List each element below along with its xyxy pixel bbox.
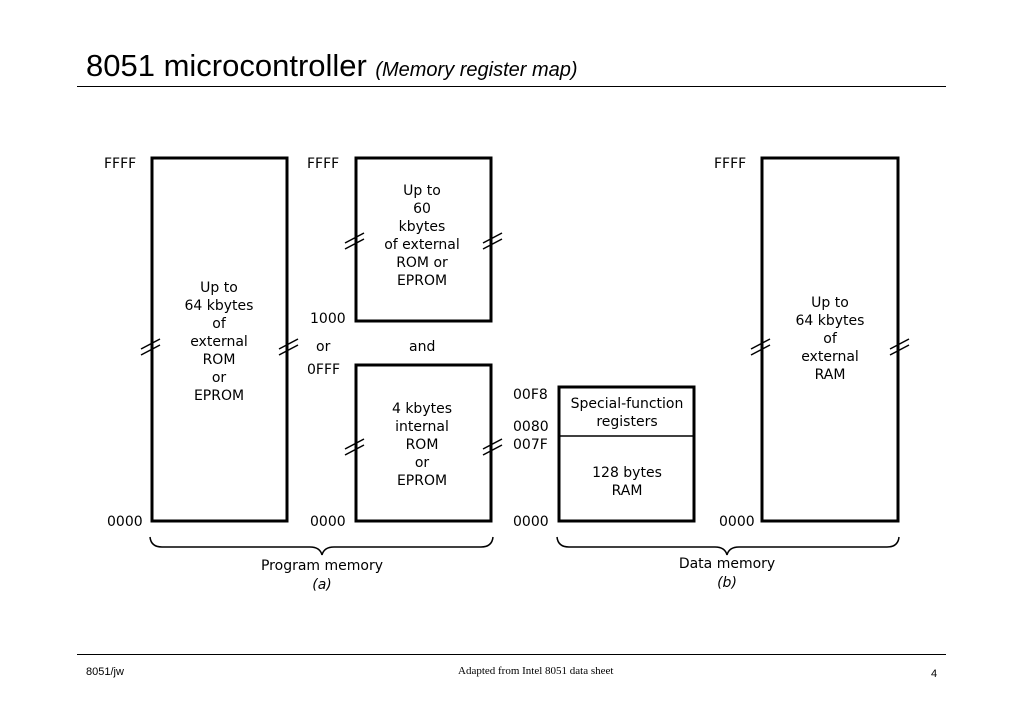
footer-center: Adapted from Intel 8051 data sheet	[458, 665, 614, 677]
addr-1000: 1000	[310, 311, 346, 327]
addr-ffff-b: FFFF	[307, 156, 339, 172]
box-60k-line-3: of external	[384, 237, 460, 253]
break-mark	[344, 438, 503, 456]
addr-00f8: 00F8	[513, 387, 548, 403]
page-number: 4	[931, 668, 938, 680]
addr-0080: 0080	[513, 419, 549, 435]
footer-rule	[77, 654, 946, 655]
box-4k-line-0: 4 kbytes	[392, 401, 452, 417]
box-64k-line-5: or	[212, 370, 227, 386]
ram-line-1: RAM	[612, 483, 643, 499]
box-64k-line-1: 64 kbytes	[185, 298, 254, 314]
title-subtitle: (Memory register map)	[375, 59, 578, 81]
box-64k-line-3: external	[190, 334, 248, 350]
box-60k-line-2: kbytes	[399, 219, 446, 235]
box-internal-data	[557, 385, 696, 523]
program-memory-label: Program memory	[261, 558, 383, 574]
data-memory-sublabel: (b)	[717, 575, 737, 591]
box-60k-line-1: 60	[413, 201, 431, 217]
addr-007f: 007F	[513, 437, 548, 453]
box-external-64k	[150, 156, 289, 523]
data-memory-label: Data memory	[679, 556, 775, 572]
box-external-ram	[760, 156, 900, 523]
footer-left: 8051/jw	[86, 666, 124, 678]
title-main: 8051 microcontroller	[86, 48, 367, 83]
program-memory-sublabel: (a)	[312, 577, 332, 593]
break-mark	[140, 338, 299, 356]
box-60k-line-4: ROM or	[396, 255, 448, 271]
page-title: 8051 microcontroller (Memory register ma…	[86, 48, 578, 84]
box-4k-line-4: EPROM	[397, 473, 447, 489]
break-mark	[750, 338, 910, 356]
box-4k-line-3: or	[415, 455, 430, 471]
box-64k-line-0: Up to	[200, 280, 238, 296]
ram-box-line-1: 64 kbytes	[796, 313, 865, 329]
box-60k-line-5: EPROM	[397, 273, 447, 289]
program-memory-brace	[149, 536, 494, 556]
box-64k-line-4: ROM	[203, 352, 236, 368]
or-label: or	[316, 339, 331, 355]
addr-0fff: 0FFF	[307, 362, 340, 378]
box-64k-line-6: EPROM	[194, 388, 244, 404]
ram-box-line-3: external	[801, 349, 859, 365]
ram-box-line-0: Up to	[811, 295, 849, 311]
addr-ffff-a: FFFF	[104, 156, 136, 172]
sfr-line-0: Special-function	[571, 396, 684, 412]
data-memory-brace	[556, 536, 900, 556]
addr-ffff-c: FFFF	[714, 156, 746, 172]
ram-box-line-4: RAM	[815, 367, 846, 383]
and-label: and	[409, 339, 435, 355]
sfr-line-1: registers	[596, 414, 657, 430]
addr-0000-d: 0000	[719, 514, 755, 530]
addr-0000-c: 0000	[513, 514, 549, 530]
title-rule	[77, 86, 946, 87]
ram-line-0: 128 bytes	[592, 465, 662, 481]
addr-0000-a: 0000	[107, 514, 143, 530]
break-mark	[344, 232, 503, 250]
box-4k-line-1: internal	[395, 419, 449, 435]
box-4k-line-2: ROM	[406, 437, 439, 453]
addr-0000-b: 0000	[310, 514, 346, 530]
box-60k-line-0: Up to	[403, 183, 441, 199]
box-64k-line-2: of	[212, 316, 227, 332]
ram-box-line-2: of	[823, 331, 838, 347]
